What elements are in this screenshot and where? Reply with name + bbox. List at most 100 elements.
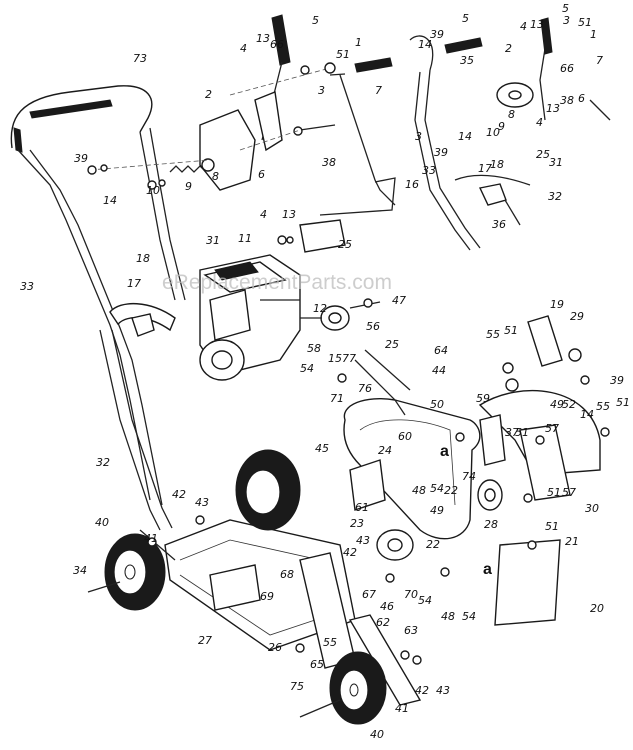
callout-45: 45: [315, 442, 329, 455]
callout-11: 11: [238, 232, 252, 245]
callout-49: 49: [430, 504, 444, 517]
callout-31: 31: [206, 234, 220, 247]
callout-42b: 42: [343, 546, 357, 559]
callout-6b: 6: [578, 92, 585, 105]
callout-71: 71: [330, 392, 344, 405]
callout-5b: 5: [462, 12, 469, 25]
callout-55c: 55: [323, 636, 337, 649]
callout-13c: 13: [530, 18, 544, 31]
callout-14: 14: [103, 194, 117, 207]
callout-25c: 25: [536, 148, 550, 161]
callout-48: 48: [412, 484, 426, 497]
callout-36: 36: [492, 218, 506, 231]
callout-74: 74: [462, 470, 476, 483]
callout-8: 8: [212, 170, 219, 183]
callout-16: 16: [405, 178, 419, 191]
callout-43b: 43: [356, 534, 370, 547]
callout-26: 26: [268, 641, 282, 654]
callout-13d: 13: [546, 102, 560, 115]
watermark: eReplacementParts.com: [162, 271, 392, 294]
callout-62: 62: [376, 616, 390, 629]
callout-23: 23: [350, 517, 364, 530]
callout-39b: 39: [430, 28, 444, 41]
callout-51b: 51: [578, 16, 592, 29]
callout-52: 52: [562, 398, 576, 411]
callout-8b: 8: [508, 108, 515, 121]
callout-34: 34: [73, 564, 87, 577]
callout-19: 19: [550, 298, 564, 311]
callout-5c: 5: [562, 2, 569, 15]
callout-63: 63: [404, 624, 418, 637]
blade-assembly: [343, 315, 601, 626]
callout-25b: 25: [385, 338, 399, 351]
callout-12: 12: [313, 302, 327, 315]
frame-deck: [139, 519, 422, 706]
callout-54d: 54: [462, 610, 476, 623]
callout-17b: 17: [478, 162, 492, 175]
callout-42c: 42: [415, 684, 429, 697]
callout-69: 69: [260, 590, 274, 603]
callout-39c: 39: [434, 146, 448, 159]
callout-3c: 3: [563, 14, 570, 27]
callout-33b: 33: [422, 164, 436, 177]
callout-40: 40: [95, 516, 109, 529]
callout-14b: 14: [418, 38, 432, 51]
callout-25: 25: [338, 238, 352, 251]
control-linkage: [89, 14, 396, 253]
callout-51e: 51: [547, 486, 561, 499]
callout-61: 61: [355, 501, 369, 514]
callout-49b: 49: [550, 398, 564, 411]
callout-29: 29: [570, 310, 584, 323]
callout-66: 66: [270, 38, 284, 51]
callout-51d: 51: [515, 426, 529, 439]
callout-51c: 51: [504, 324, 518, 337]
callout-17: 17: [127, 277, 141, 290]
callout-66b: 66: [560, 62, 574, 75]
callout-57: 57: [545, 422, 559, 435]
callout-46: 46: [380, 600, 394, 613]
callout-3: 3: [318, 84, 325, 97]
callout-43: 43: [195, 496, 209, 509]
callout-75: 75: [290, 680, 304, 693]
callout-31b: 31: [549, 156, 563, 169]
callout-41b: 41: [395, 702, 409, 715]
callout-13b: 13: [282, 208, 296, 221]
callout-22b: 22: [444, 484, 458, 497]
callout-58: 58: [307, 342, 321, 355]
callout-3b: 3: [415, 130, 422, 143]
callout-39d: 39: [610, 374, 624, 387]
callout-33: 33: [20, 280, 34, 293]
callout-51: 51: [336, 48, 350, 61]
callout-1: 1: [355, 36, 362, 49]
callout-55: 55: [486, 328, 500, 341]
callout-57b: 57: [562, 486, 576, 499]
callout-47: 47: [392, 294, 406, 307]
callout-67: 67: [362, 588, 376, 601]
callout-32: 32: [96, 456, 110, 469]
callout-39: 39: [74, 152, 88, 165]
callout-7: 7: [375, 84, 382, 97]
handle-assembly: [10, 85, 186, 531]
callout-30: 30: [585, 502, 599, 515]
callout-65: 65: [310, 658, 324, 671]
callout-2b: 2: [505, 42, 512, 55]
callout-1b: 1: [590, 28, 597, 41]
callout-4: 4: [240, 42, 247, 55]
callout-5: 5: [312, 14, 319, 27]
callout-37: 37: [505, 426, 519, 439]
callout-51f: 51: [545, 520, 559, 533]
callout-76: 76: [358, 382, 372, 395]
callout-54: 54: [300, 362, 314, 375]
callout-73: 73: [133, 52, 147, 65]
callout-14c: 14: [458, 130, 472, 143]
callout-32b: 32: [548, 190, 562, 203]
callout-18: 18: [136, 252, 150, 265]
callout-55b: 55: [596, 400, 610, 413]
callout-13: 13: [256, 32, 270, 45]
callout-59: 59: [476, 392, 490, 405]
callout-60: 60: [398, 430, 412, 443]
callout-7b: 7: [596, 54, 603, 67]
callout-28: 28: [484, 518, 498, 531]
callout-22: 22: [426, 538, 440, 551]
callout-15: 15: [328, 352, 342, 365]
